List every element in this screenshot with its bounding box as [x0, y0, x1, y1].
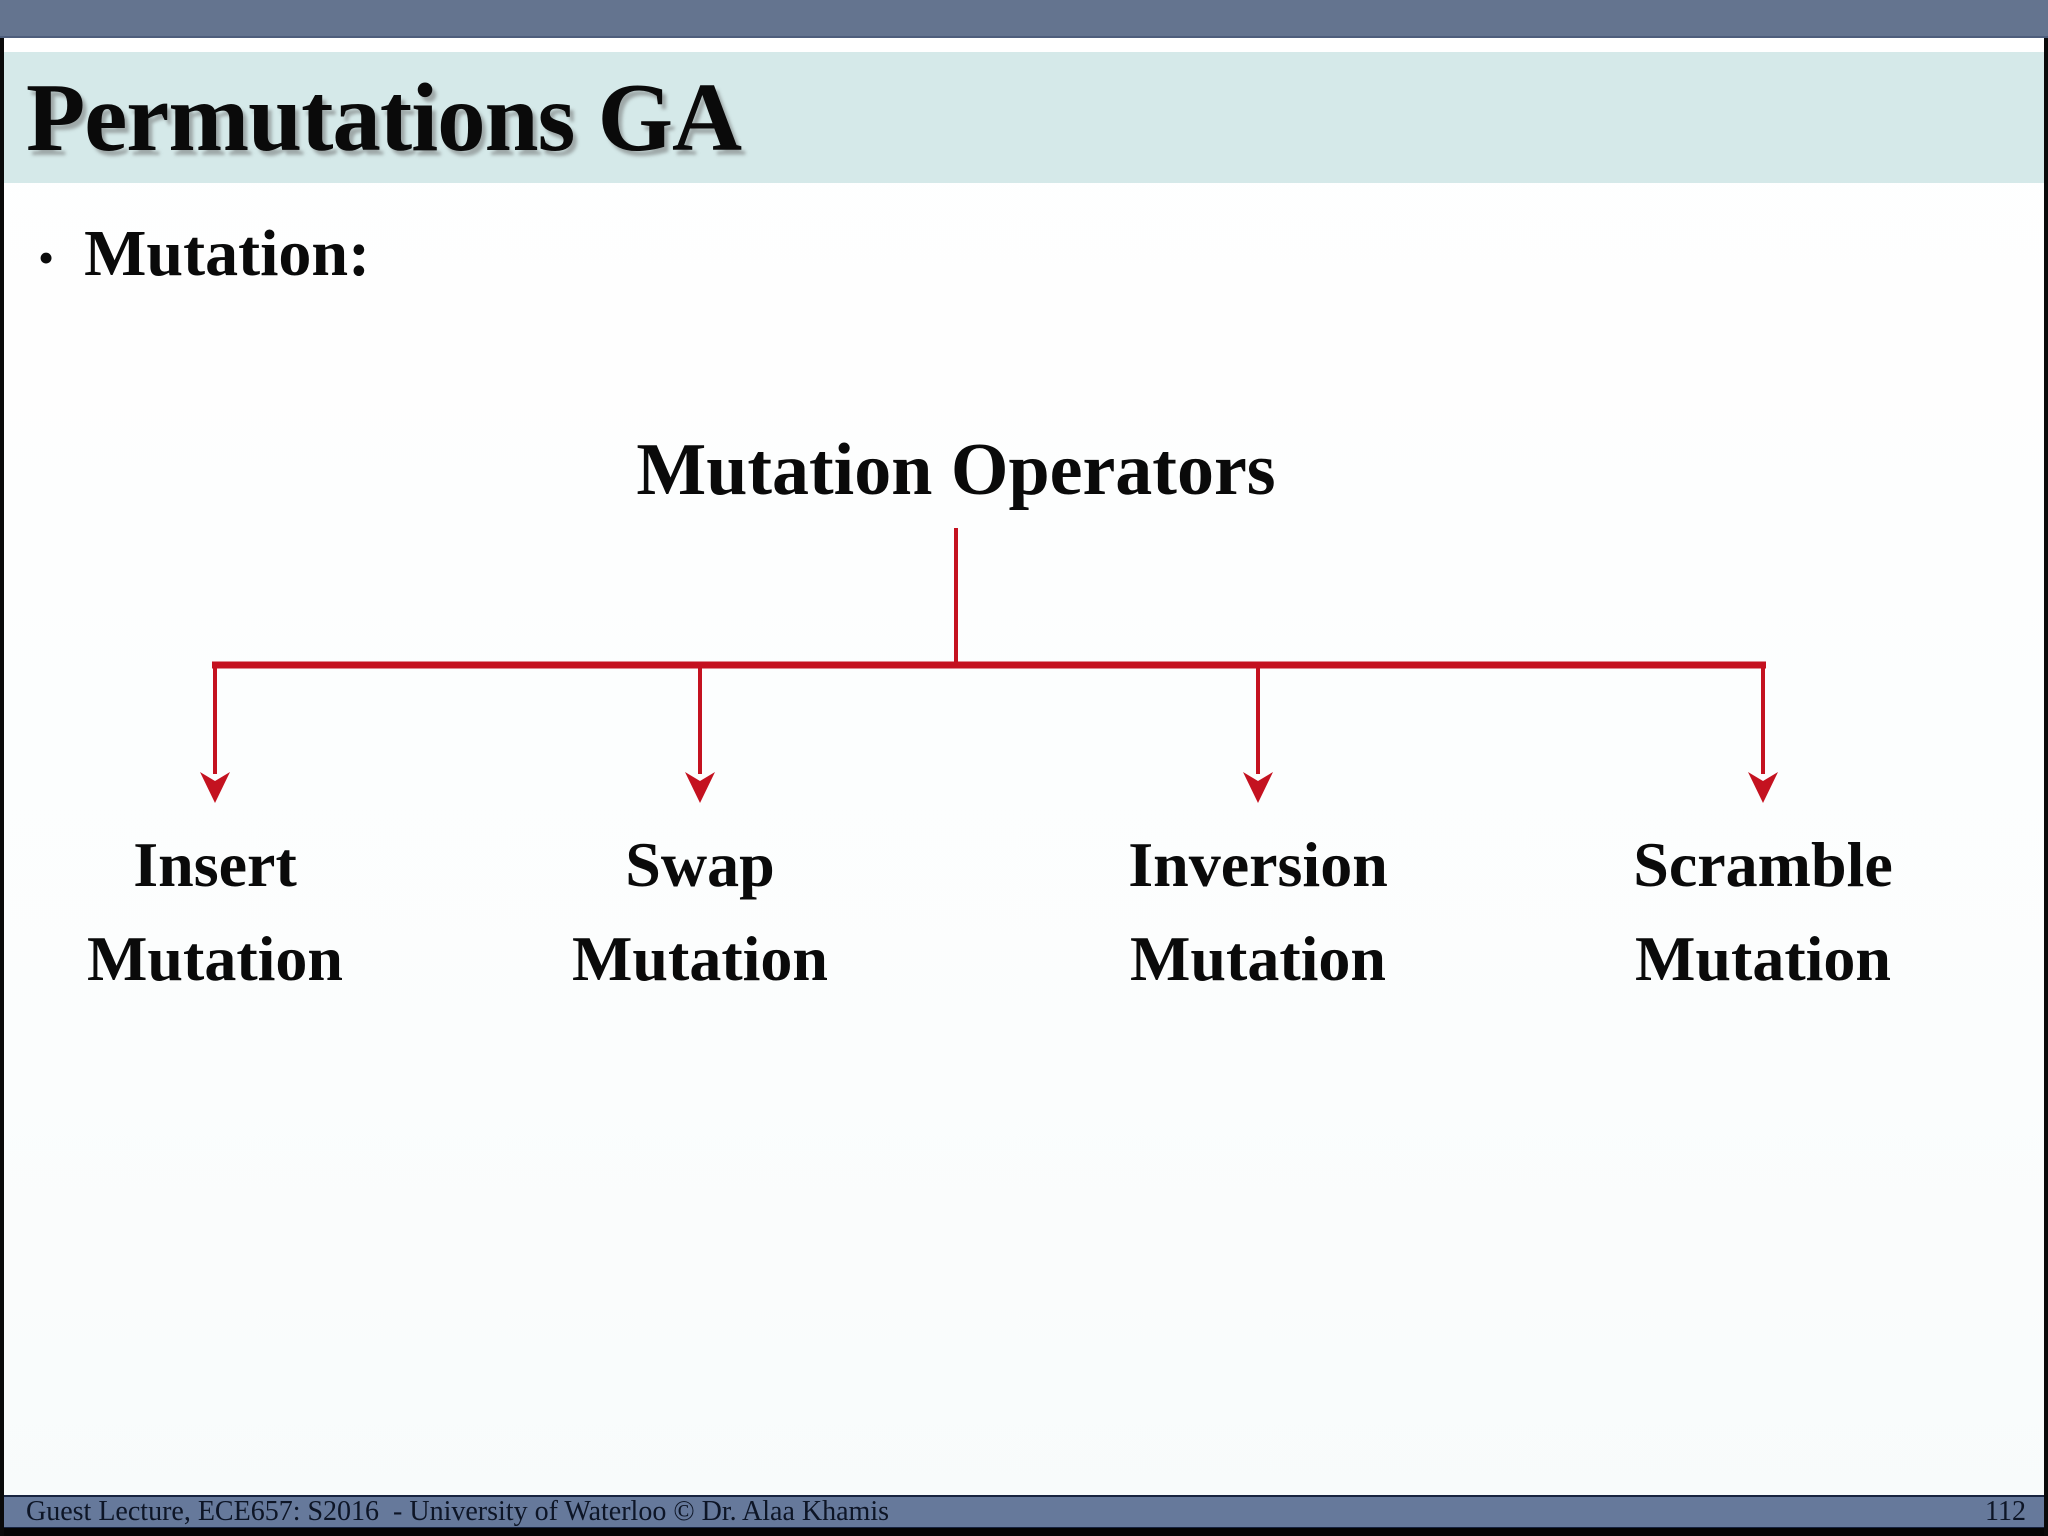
node-label-line: Inversion: [1128, 829, 1388, 900]
node-label-line: Mutation: [1635, 923, 1891, 994]
node-label-line: Scramble: [1633, 829, 1893, 900]
left-border: [0, 38, 4, 1536]
top-accent-bar: [0, 0, 2048, 38]
node-label-line: Mutation: [572, 923, 828, 994]
footer-bar: Guest Lecture, ECE657: S2016 - Universit…: [0, 1495, 2048, 1528]
page-title: Permutations GA: [26, 64, 742, 171]
node-label-line: Insert: [133, 829, 297, 900]
diagram-node-swap: Swap Mutation: [572, 818, 828, 1006]
bullet-row: • Mutation:: [38, 216, 370, 292]
node-label-line: Swap: [625, 829, 775, 900]
diagram-node-insert: Insert Mutation: [87, 818, 343, 1006]
diagram-node-inversion: Inversion Mutation: [1128, 818, 1388, 1006]
diagram-root-label: Mutation Operators: [636, 429, 1276, 511]
title-band: Permutations GA: [0, 52, 2048, 183]
footer-credit: Guest Lecture, ECE657: S2016 - Universit…: [26, 1496, 890, 1527]
page-number: 112: [1985, 1496, 2026, 1527]
bullet-icon: •: [38, 232, 55, 283]
diagram-node-scramble: Scramble Mutation: [1633, 818, 1893, 1006]
bullet-label: Mutation:: [84, 217, 371, 290]
right-border: [2044, 38, 2048, 1536]
node-label-line: Mutation: [87, 923, 343, 994]
bottom-border: [0, 1528, 2048, 1536]
node-label-line: Mutation: [1130, 923, 1386, 994]
